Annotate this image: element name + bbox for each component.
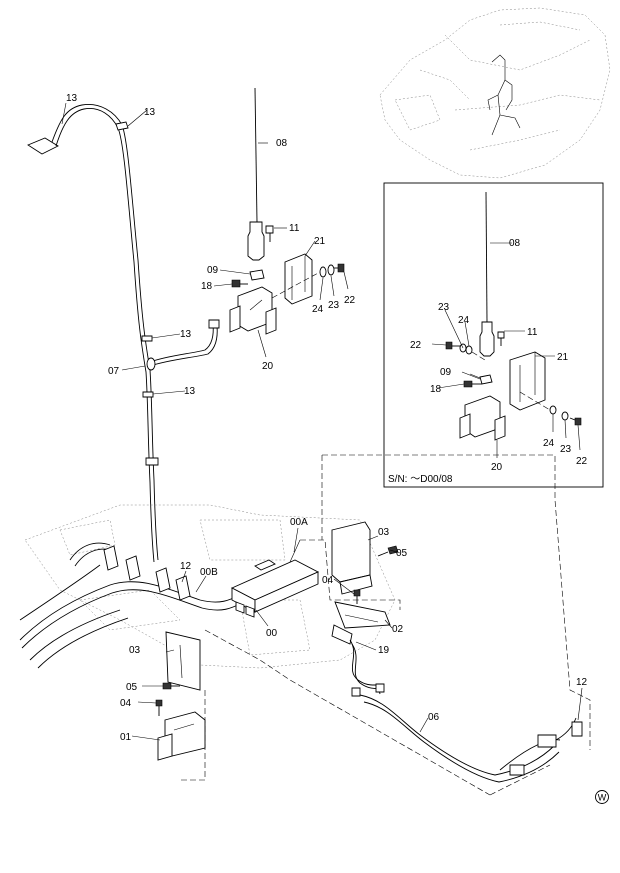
label-00B: 00B <box>200 567 218 578</box>
label-13-b: 13 <box>144 107 156 118</box>
label-08-main: 08 <box>276 138 288 149</box>
label-02: 02 <box>392 624 404 635</box>
cable-harness-13 <box>27 104 220 563</box>
label-08-inset: 08 <box>509 238 521 249</box>
label-23-inset-b: 23 <box>560 444 572 455</box>
serial-inset-box <box>383 182 604 488</box>
corner-w-letter: W <box>598 793 607 803</box>
label-04-right: 04 <box>322 575 334 586</box>
label-21-main: 21 <box>314 236 326 247</box>
label-09-inset: 09 <box>440 367 452 378</box>
label-18-main: 18 <box>201 281 213 292</box>
label-03-right: 03 <box>378 527 390 538</box>
label-20-main: 20 <box>262 361 274 372</box>
label-13-d: 13 <box>184 386 196 397</box>
label-11-inset: 11 <box>527 327 538 338</box>
label-11-main: 11 <box>289 223 300 234</box>
label-00: 00 <box>266 628 278 639</box>
label-01: 01 <box>120 732 132 743</box>
label-13-c: 13 <box>180 329 192 340</box>
label-20-inset: 20 <box>491 462 503 473</box>
label-00A: 00A <box>290 517 308 528</box>
label-05-left: 05 <box>126 682 138 693</box>
antenna-assembly <box>229 87 345 335</box>
label-19: 19 <box>378 645 390 656</box>
label-21-inset: 21 <box>557 352 569 363</box>
label-24-inset-a: 24 <box>458 315 470 326</box>
lower-harness <box>19 539 583 783</box>
part-labels: 13 13 08 11 21 09 18 24 23 22 20 13 07 1… <box>66 93 588 743</box>
label-12-left: 12 <box>180 561 192 572</box>
label-24-main: 24 <box>312 304 324 315</box>
label-12-right: 12 <box>576 677 588 688</box>
label-13-a: 13 <box>66 93 78 104</box>
label-18-inset: 18 <box>430 384 442 395</box>
label-06: 06 <box>428 712 440 723</box>
bracket-parts <box>155 521 399 761</box>
label-23-inset-a: 23 <box>438 302 450 313</box>
label-22-inset-b: 22 <box>576 456 588 467</box>
label-05-right: 05 <box>396 548 408 559</box>
label-09-main: 09 <box>207 265 219 276</box>
label-22-inset-a: 22 <box>410 340 422 351</box>
leader-lines <box>61 102 583 741</box>
label-22-main: 22 <box>344 295 356 306</box>
label-23-main: 23 <box>328 300 340 311</box>
machine-overview <box>379 7 611 179</box>
label-24-inset-b: 24 <box>543 438 555 449</box>
corner-w-mark: W <box>595 790 609 804</box>
serial-note: S/N: ～D00/08 <box>388 474 453 485</box>
label-07: 07 <box>108 366 120 377</box>
label-04-left: 04 <box>120 698 132 709</box>
label-03-left: 03 <box>129 645 141 656</box>
